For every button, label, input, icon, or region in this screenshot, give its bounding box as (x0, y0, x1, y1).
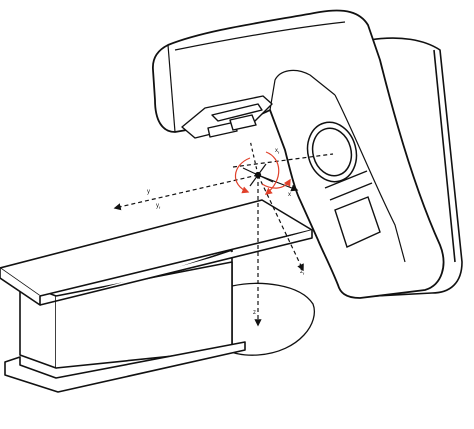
rotation-arrow-couch (261, 178, 291, 189)
axis-label-xf: xf (275, 148, 280, 155)
rotation-arrows (234, 151, 291, 195)
gantry-port (306, 121, 358, 183)
axis-label-zf: zf (300, 269, 305, 276)
axis-label-yf: yf (156, 203, 161, 210)
patient-couch (0, 199, 313, 393)
gantry-panel (324, 170, 381, 248)
beam-collimator (181, 95, 273, 139)
rotation-arrow-collimator (234, 157, 251, 194)
axis-label-z: z (253, 310, 256, 316)
y-axis-line (113, 174, 259, 211)
axis-label-y: y (147, 189, 150, 195)
upper-axis-line (249, 139, 259, 176)
axis-label-x: x (288, 192, 291, 198)
floor-rotation-ellipse (231, 282, 315, 356)
isocenter-crosshair (242, 163, 274, 187)
axis-labels: y yf z zf x xf (147, 148, 305, 316)
rotation-arrow-gantry (264, 151, 280, 195)
long-axis-line (232, 153, 334, 168)
